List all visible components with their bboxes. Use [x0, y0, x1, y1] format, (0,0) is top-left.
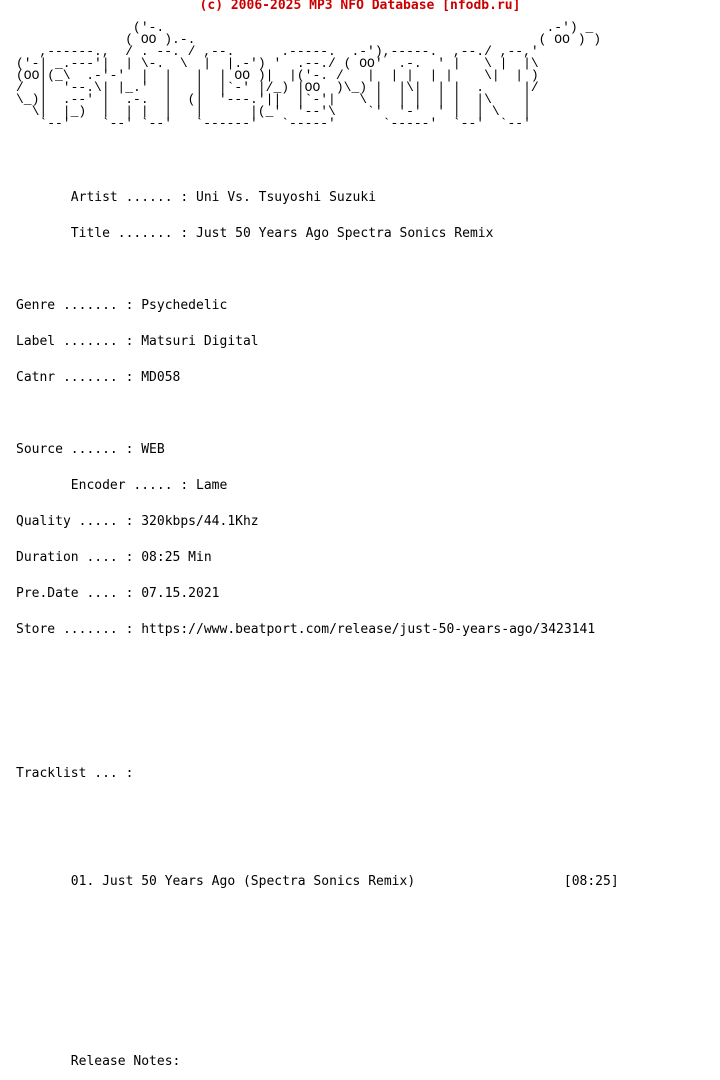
ascii-logo: ('-. .-') _ ( OO ).-. ( OO ) ) ,------.,…	[16, 20, 602, 131]
encoder-line: Encoder ..... : Lame	[16, 478, 228, 493]
blank-line	[16, 984, 619, 996]
blank-line	[16, 840, 619, 852]
catnr-line: Catnr ....... : MD058	[16, 370, 181, 385]
site-credit: (c) 2006-2025 MP3 NFO Database [nfodb.ru…	[199, 0, 521, 13]
duration-line: Duration .... : 08:25 Min	[16, 550, 212, 565]
track-01: 01. Just 50 Years Ago (Spectra Sonics Re…	[16, 874, 619, 889]
blank-line	[16, 408, 619, 420]
blank-line	[16, 732, 619, 744]
title-line: Title ....... : Just 50 Years Ago Spectr…	[16, 226, 494, 241]
predate-line: Pre.Date .... : 07.15.2021	[16, 586, 220, 601]
blank-line	[16, 912, 619, 924]
blank-line	[16, 660, 619, 672]
source-line: Source ...... : WEB	[16, 442, 165, 457]
label-line: Label ....... : Matsuri Digital	[16, 334, 259, 349]
blank-line	[16, 804, 619, 816]
tracklist-heading: Tracklist ... :	[16, 766, 134, 781]
blank-line	[16, 948, 619, 960]
nfo-body: Artist ...... : Uni Vs. Tsuyoshi Suzuki …	[16, 168, 619, 1080]
store-line: Store ....... : https://www.beatport.com…	[16, 622, 596, 637]
genre-line: Genre ....... : Psychedelic	[16, 298, 228, 313]
quality-line: Quality ..... : 320kbps/44.1Khz	[16, 514, 259, 529]
artist-line: Artist ...... : Uni Vs. Tsuyoshi Suzuki	[16, 190, 377, 205]
release-notes-heading: Release Notes:	[16, 1054, 181, 1069]
blank-line	[16, 1020, 619, 1032]
blank-line	[16, 696, 619, 708]
blank-line	[16, 264, 619, 276]
